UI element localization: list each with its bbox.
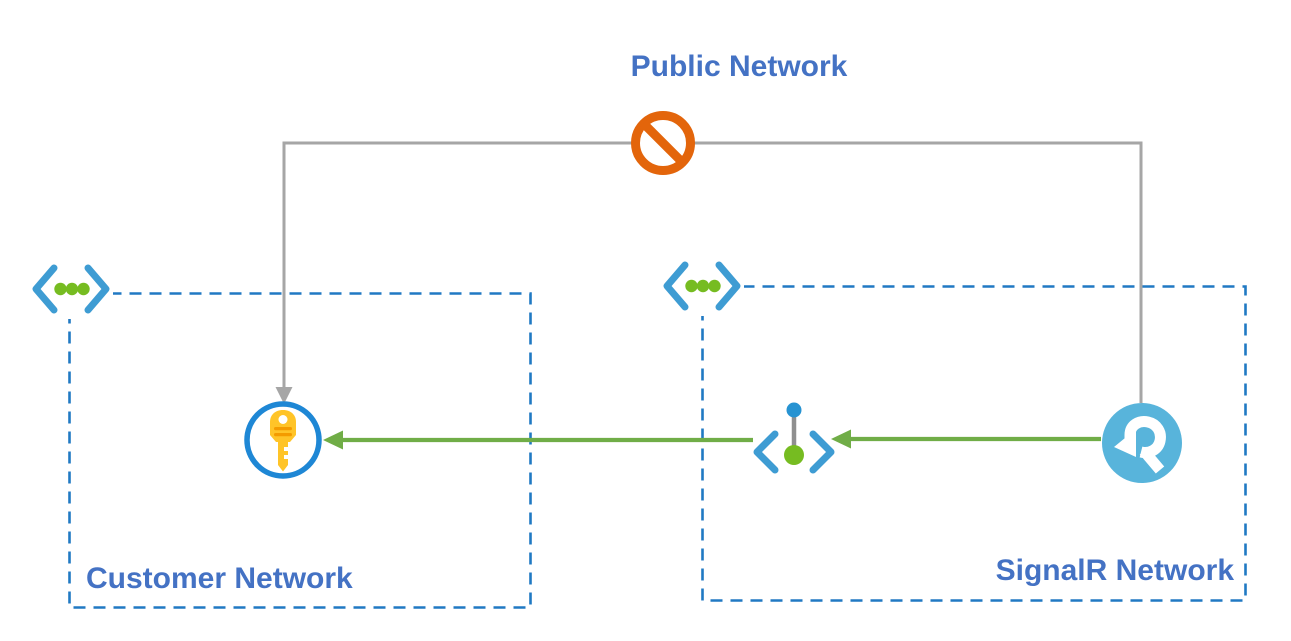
virtual-network-icon	[29, 261, 113, 319]
customer-network-box	[68, 292, 532, 609]
customer-network-label: Customer Network	[86, 562, 353, 595]
green-arrowhead-to-key	[323, 430, 343, 450]
public-network-line	[282, 141, 1143, 403]
virtual-network-icon	[660, 258, 744, 316]
gray-arrowhead-to-key	[275, 387, 293, 404]
signalr-network-box	[701, 285, 1247, 602]
private-endpoint-icon	[753, 402, 835, 474]
green-arrowhead-to-endpoint	[831, 429, 851, 449]
key-icon	[244, 401, 322, 479]
prohibition-sign-icon	[631, 111, 695, 175]
signalr-network-label: SignalR Network	[995, 554, 1234, 587]
public-network-label: Public Network	[630, 50, 848, 83]
signalr-service-icon	[1102, 403, 1182, 483]
